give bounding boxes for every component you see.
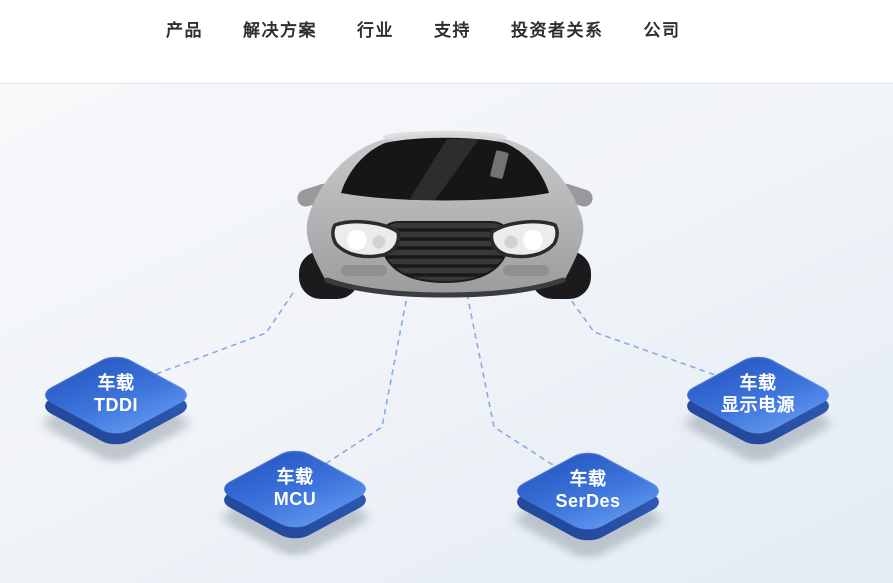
chip-label: 车载 SerDes: [508, 448, 668, 534]
chip-label: 车载 显示电源: [678, 352, 838, 438]
chip-label: 车载 TDDI: [36, 352, 196, 438]
chip-automotive-serdes[interactable]: 车载 SerDes: [508, 448, 668, 562]
chip-label-line2: MCU: [273, 489, 317, 509]
chip-automotive-tddi[interactable]: 车载 TDDI: [36, 352, 196, 466]
chip-label-line1: 车载: [276, 467, 314, 488]
chip-automotive-display-power[interactable]: 车载 显示电源: [678, 352, 838, 466]
connector-lines: [139, 290, 736, 477]
chip-label-line2: 显示电源: [721, 395, 795, 415]
connector-line-serdes: [466, 293, 571, 477]
nav-item-support[interactable]: 支持: [434, 21, 471, 40]
chip-label-line1: 车载: [739, 373, 777, 394]
top-nav-bar: 产品 解决方案 行业 支持 投资者关系 公司: [0, 0, 893, 84]
nav-item-company[interactable]: 公司: [643, 21, 681, 40]
main-nav: 产品 解决方案 行业 支持 投资者关系 公司: [0, 0, 893, 41]
hero-section: 车载 TDDI 车载 MCU 车载 SerDes: [0, 84, 893, 583]
nav-item-investor-relations[interactable]: 投资者关系: [511, 21, 604, 40]
nav-item-products[interactable]: 产品: [166, 21, 203, 40]
chip-label-line2: SerDes: [555, 491, 621, 511]
nav-item-solutions[interactable]: 解决方案: [243, 21, 317, 40]
chip-label-line1: 车载: [97, 373, 135, 394]
chip-automotive-mcu[interactable]: 车载 MCU: [215, 446, 375, 560]
chip-label: 车载 MCU: [215, 446, 375, 532]
chip-label-line1: 车载: [569, 469, 607, 490]
car-front-illustration: [295, 131, 595, 299]
nav-item-industries[interactable]: 行业: [357, 21, 394, 40]
chip-label-line2: TDDI: [94, 395, 138, 415]
